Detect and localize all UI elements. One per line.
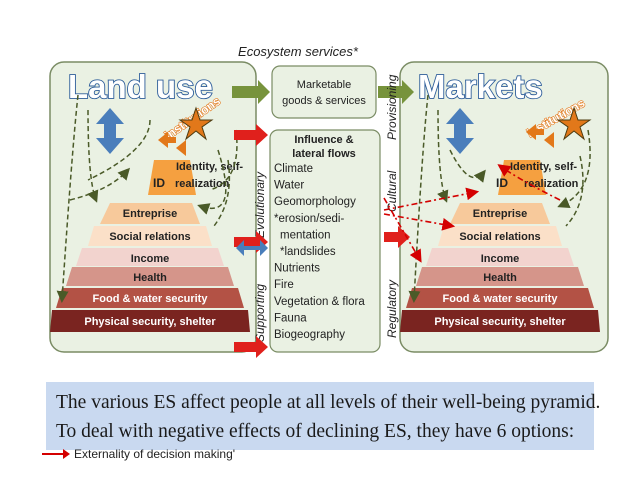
right-star-icon: [556, 106, 592, 141]
red-arrow-3-icon: [234, 336, 268, 358]
footnote: Externality of decision making': [42, 447, 235, 461]
blue-exchange-arrow-icon: [236, 240, 268, 256]
right-identity-label-1: Identity, self-: [510, 161, 577, 173]
right-identity-label-2: realization: [524, 178, 579, 190]
right-green-arrow-icon: [378, 80, 414, 104]
cultural-label: Cultural: [385, 170, 399, 212]
right-pyramid: ID Identity, self- realization Entrepris…: [400, 160, 600, 332]
left-up-down-arrow-icon: [96, 108, 124, 154]
left-income-label: Income: [131, 253, 170, 265]
footnote-text: Externality of decision making': [74, 447, 236, 461]
right-enterprise-label: Entreprise: [473, 208, 527, 220]
right-social-label: Social relations: [459, 231, 540, 243]
flow-item: Fauna: [274, 312, 307, 324]
left-green-arrow-icon: [232, 80, 270, 104]
influence-title-1: Influence &: [294, 134, 353, 146]
influence-box: [269, 129, 381, 353]
flow-item: Geomorphology: [274, 196, 356, 208]
flow-item: mentation: [280, 229, 331, 241]
evolutionary-label: Evolutionary: [253, 171, 267, 238]
flow-item: Vegetation & flora: [274, 296, 365, 308]
right-up-down-arrow-icon: [446, 108, 474, 154]
land-use-title: Land use: [68, 68, 213, 105]
left-id-label: ID: [153, 176, 165, 190]
marketable-label-2: goods & services: [282, 95, 366, 107]
regulatory-label: Regulatory: [385, 279, 399, 338]
left-food-label: Food & water security: [93, 293, 209, 305]
externality-arrows: [383, 164, 561, 263]
flow-item: Water: [274, 180, 304, 192]
caption-line-1: The various ES affect people at all leve…: [56, 392, 601, 413]
marketable-box: [271, 65, 377, 119]
marketable-label-1: Marketable: [297, 79, 351, 91]
left-identity-label-1: Identity, self-: [176, 161, 243, 173]
right-feedback-arrows: [408, 94, 591, 303]
right-id-label: ID: [496, 176, 508, 190]
flow-item: Fire: [274, 279, 294, 291]
flow-item: Biogeography: [274, 329, 345, 341]
left-curved-arrow-icon: [158, 132, 186, 156]
left-social-label: Social relations: [109, 231, 190, 243]
markets-title: Markets: [418, 68, 543, 105]
right-shelter-label: Physical security, shelter: [434, 316, 566, 328]
left-enterprise-label: Entreprise: [123, 208, 177, 220]
right-health-label: Health: [483, 272, 517, 284]
influence-title-2: lateral flows: [292, 148, 356, 160]
left-pyramid: ID Identity, self- realization Entrepris…: [50, 160, 250, 332]
ecosystem-services-label: Ecosystem services*: [238, 44, 359, 59]
right-curved-arrow-icon: [526, 124, 554, 148]
caption-line-2: To deal with negative effects of declini…: [56, 421, 575, 442]
red-arrow-1-icon: [234, 124, 268, 146]
left-star-icon: [178, 106, 214, 141]
left-health-label: Health: [133, 272, 167, 284]
flow-item: Climate: [274, 163, 313, 175]
left-shelter-label: Physical security, shelter: [84, 316, 216, 328]
supporting-label: Supporting: [253, 284, 267, 342]
flow-item: *landslides: [280, 246, 336, 258]
provisioning-label: Provisioning: [385, 74, 399, 140]
flow-item: *erosion/sedi-: [274, 213, 344, 225]
right-income-label: Income: [481, 253, 520, 265]
caption-box: The various ES affect people at all leve…: [46, 382, 601, 450]
red-arrow-legend-icon: [42, 449, 70, 459]
right-food-label: Food & water security: [443, 293, 559, 305]
flow-item: Nutrients: [274, 263, 320, 275]
